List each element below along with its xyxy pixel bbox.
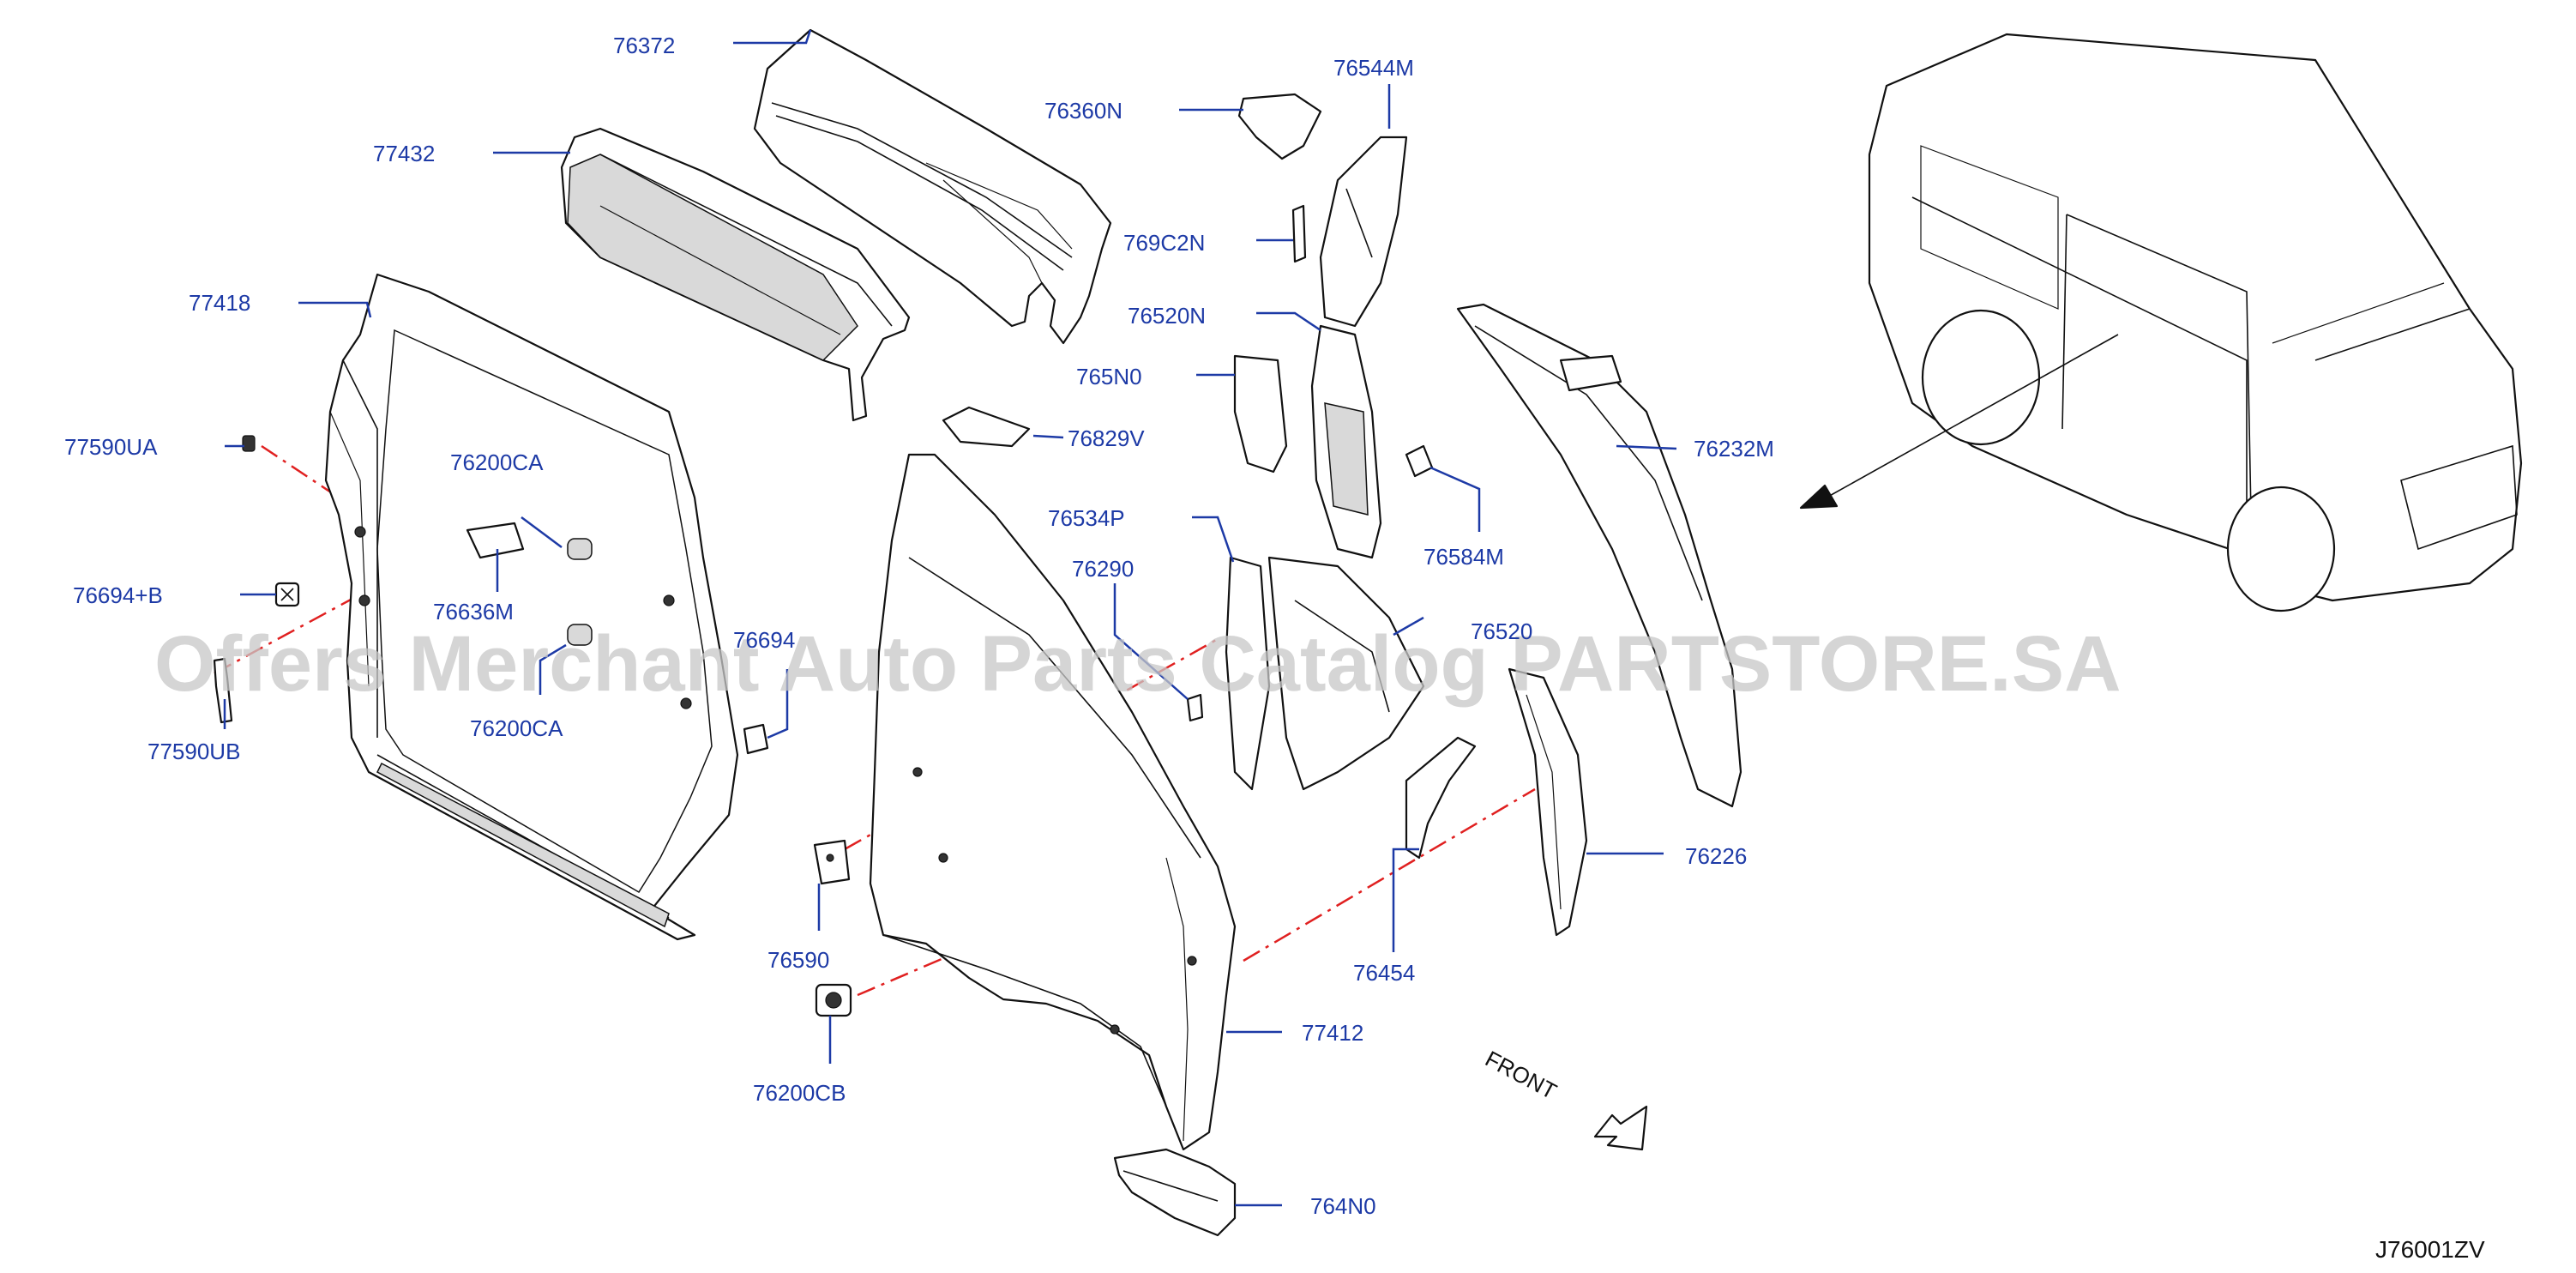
part-76520-pillar-lower bbox=[1267, 556, 1425, 791]
part-76200CA-plug-1 bbox=[567, 538, 593, 560]
part-77590UB-clip bbox=[213, 657, 233, 724]
part-76372-roof-rail bbox=[753, 28, 1112, 345]
part-76694B-clip bbox=[274, 582, 300, 607]
label-76694[interactable]: 76694 bbox=[733, 627, 795, 653]
part-76360N-bracket bbox=[1237, 93, 1322, 160]
part-76636M-bracket bbox=[466, 522, 525, 559]
label-769C2N[interactable]: 769C2N bbox=[1123, 230, 1205, 256]
label-76636M[interactable]: 76636M bbox=[433, 599, 514, 624]
label-77418[interactable]: 77418 bbox=[189, 290, 250, 316]
label-76829V[interactable]: 76829V bbox=[1068, 425, 1145, 451]
part-76584M-bracket bbox=[1405, 444, 1434, 478]
part-77418-body-side-frame bbox=[324, 273, 739, 941]
drawing-code: J76001ZV bbox=[2375, 1236, 2485, 1263]
label-77412[interactable]: 77412 bbox=[1302, 1020, 1363, 1046]
leader-lines bbox=[223, 29, 1677, 1207]
part-labels: 76372 77432 77418 77590UA 76694+B 77590U… bbox=[64, 33, 1774, 1219]
part-765N0-pillar bbox=[1233, 354, 1288, 474]
part-76200CB-plug bbox=[815, 983, 852, 1017]
label-76360N[interactable]: 76360N bbox=[1044, 98, 1122, 124]
label-76694B[interactable]: 76694+B bbox=[73, 582, 163, 608]
part-76454-wheel-arch bbox=[1405, 736, 1477, 860]
label-76232M[interactable]: 76232M bbox=[1694, 436, 1774, 462]
label-76372[interactable]: 76372 bbox=[613, 33, 675, 58]
label-765N0[interactable]: 765N0 bbox=[1076, 364, 1142, 389]
label-76534P[interactable]: 76534P bbox=[1048, 505, 1125, 531]
part-76226-rear-pillar bbox=[1508, 667, 1588, 937]
label-76200CB[interactable]: 76200CB bbox=[753, 1080, 846, 1106]
part-76200CA-plug-2 bbox=[567, 624, 593, 646]
label-76200CA-1[interactable]: 76200CA bbox=[450, 449, 544, 475]
label-76290[interactable]: 76290 bbox=[1072, 556, 1134, 582]
front-direction-arrow-icon bbox=[1593, 1105, 1648, 1151]
label-76584M[interactable]: 76584M bbox=[1423, 544, 1504, 570]
part-76534P-reinforcement bbox=[1225, 556, 1271, 791]
van-overview-illustration bbox=[1799, 33, 2523, 612]
part-76829V-bracket bbox=[942, 406, 1031, 448]
part-77432-roof-bow bbox=[560, 127, 911, 422]
label-76226[interactable]: 76226 bbox=[1685, 843, 1747, 869]
part-76232M-pillar bbox=[1456, 303, 1742, 808]
label-764N0[interactable]: 764N0 bbox=[1310, 1193, 1376, 1219]
label-76590[interactable]: 76590 bbox=[767, 947, 829, 973]
label-76544M[interactable]: 76544M bbox=[1333, 55, 1414, 81]
part-76590-bracket bbox=[813, 839, 851, 885]
part-76290-clip bbox=[1186, 693, 1204, 722]
part-77590UA-clip bbox=[242, 435, 256, 452]
part-76520N-pillar bbox=[1310, 324, 1382, 559]
label-76520[interactable]: 76520 bbox=[1471, 618, 1532, 644]
part-77412-front-panel bbox=[869, 453, 1237, 1151]
part-769C2N-clip bbox=[1291, 204, 1307, 263]
label-76200CA-2[interactable]: 76200CA bbox=[470, 715, 563, 741]
label-76520N[interactable]: 76520N bbox=[1128, 303, 1206, 329]
label-77432[interactable]: 77432 bbox=[373, 141, 435, 166]
part-76694-clip bbox=[743, 723, 769, 755]
part-764N0-bracket bbox=[1113, 1148, 1237, 1237]
label-76454[interactable]: 76454 bbox=[1353, 960, 1415, 986]
part-76544M-bracket bbox=[1319, 136, 1408, 328]
label-77590UB[interactable]: 77590UB bbox=[147, 739, 240, 764]
front-direction-label: FRONT bbox=[1481, 1046, 1561, 1105]
label-77590UA[interactable]: 77590UA bbox=[64, 434, 158, 460]
watermark: Offers Merchant Auto Parts Catalog PARTS… bbox=[154, 620, 2122, 708]
